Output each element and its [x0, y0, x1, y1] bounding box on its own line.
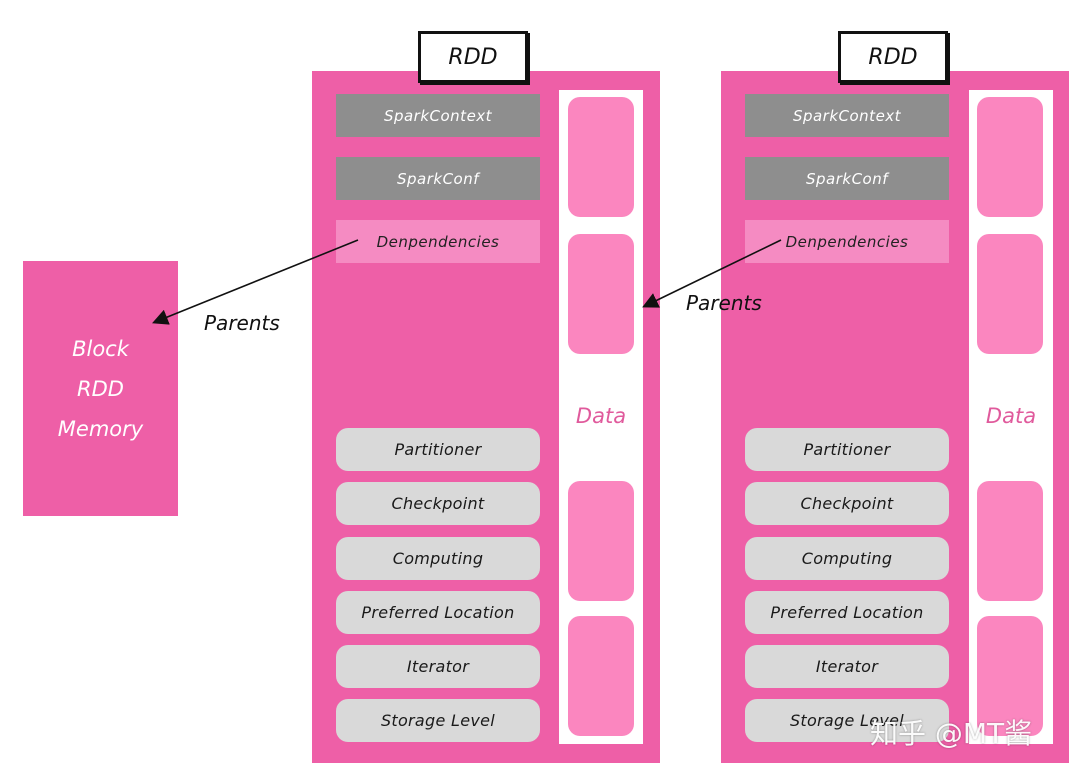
rdd-2-data-block-2	[977, 234, 1043, 354]
rdd-1-data-block-1	[568, 97, 634, 217]
rdd-1-storage-level: Storage Level	[336, 699, 540, 742]
rdd-1-iterator: Iterator	[336, 645, 540, 688]
rdd-1-data-block-3	[568, 481, 634, 601]
rdd-2-iterator: Iterator	[745, 645, 949, 688]
rdd-1-partitioner: Partitioner	[336, 428, 540, 471]
rdd-2-data-block-1	[977, 97, 1043, 217]
block-rdd-line-1: Block	[72, 336, 129, 361]
rdd-2-dependencies: Denpendencies	[745, 220, 949, 263]
rdd-1-preferred-location: Preferred Location	[336, 591, 540, 634]
parents-label-2: Parents	[686, 291, 762, 315]
rdd-1-checkpoint: Checkpoint	[336, 482, 540, 525]
rdd-2-partitioner: Partitioner	[745, 428, 949, 471]
block-rdd-memory-box: Block RDD Memory	[23, 261, 178, 516]
rdd-1-spark-conf: SparkConf	[336, 157, 540, 200]
block-rdd-line-3: Memory	[57, 416, 144, 441]
rdd-1-spark-context: SparkContext	[336, 94, 540, 137]
block-rdd-line-2: RDD	[77, 376, 124, 401]
watermark: 知乎 @MT酱	[870, 717, 1033, 750]
rdd-2-data-block-3	[977, 481, 1043, 601]
rdd-1-dependencies: Denpendencies	[336, 220, 540, 263]
rdd-2-checkpoint: Checkpoint	[745, 482, 949, 525]
rdd-1-tag: RDD	[418, 31, 528, 83]
rdd-2-tag: RDD	[838, 31, 948, 83]
rdd-2-computing: Computing	[745, 537, 949, 580]
rdd-2-spark-context: SparkContext	[745, 94, 949, 137]
rdd-1-data-block-4	[568, 616, 634, 736]
rdd-2-storage-level: Storage Level	[745, 699, 949, 742]
parents-label-1: Parents	[204, 311, 280, 335]
rdd-2-spark-conf: SparkConf	[745, 157, 949, 200]
rdd-2-data-block-4	[977, 616, 1043, 736]
rdd-1-data-label: Data	[575, 404, 627, 428]
rdd-1-computing: Computing	[336, 537, 540, 580]
rdd-1-data-block-2	[568, 234, 634, 354]
rdd-2-preferred-location: Preferred Location	[745, 591, 949, 634]
rdd-2-data-label: Data	[985, 404, 1037, 428]
